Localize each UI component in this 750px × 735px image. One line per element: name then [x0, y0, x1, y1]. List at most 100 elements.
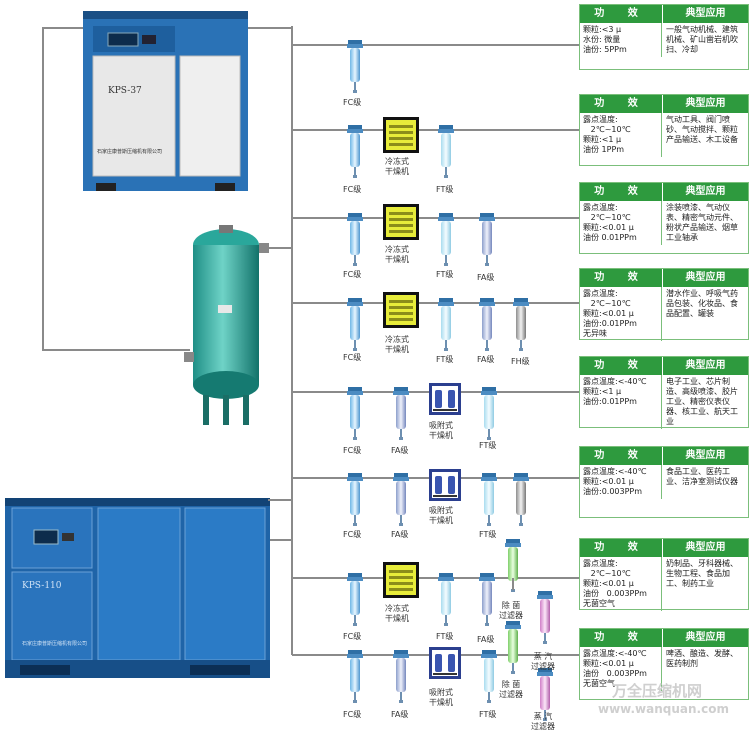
panel-header: 功 效典型应用 [580, 183, 748, 201]
panel-application: 潜水作业、呼吸气药品包装、化妆品、食品配置、罐装 [666, 289, 738, 318]
panel-header: 功 效典型应用 [580, 95, 748, 113]
fc-filter-icon [347, 650, 363, 703]
panel-effect: 露点温度: 2℃~10℃ 颗粒:<0.01 μ 油份:0.01PPm 无异味 [580, 287, 662, 341]
ft-filter-icon [481, 387, 497, 440]
fc-filter-icon [347, 125, 363, 178]
steam-filter-icon [537, 591, 553, 644]
panel-effect: 露点温度: 2℃~10℃ 颗粒:<0.01 μ 油份 0.01PPm [580, 201, 662, 245]
fc-label: FC级 [343, 710, 362, 719]
fc-label: FC级 [343, 632, 362, 641]
compressor-bottom-company: 石家庄康普斯压缩机有限公司 [22, 641, 88, 647]
adsorption-dryer-icon [429, 647, 461, 679]
ft-label: FT级 [436, 355, 454, 364]
fa-filter-icon [479, 298, 495, 351]
dryer-label: 吸附式干燥机 [429, 688, 453, 707]
refrigerated-dryer-icon [383, 204, 419, 240]
panel-effect: 露点温度:<-40℃ 颗粒:<0.01 μ 油份:0.003PPm [580, 465, 662, 499]
refrigerated-dryer-icon [383, 292, 419, 328]
compressor-bottom [5, 498, 270, 678]
ft-label: FT级 [436, 185, 454, 194]
ft-label: FT级 [479, 441, 497, 450]
panel-application: 啤酒、酿造、发酵、医药制剂 [666, 649, 738, 668]
panel-effect: 露点温度:<-40℃ 颗粒:<1 μ 油份:0.01PPm [580, 375, 662, 429]
compressor-top-model: KPS-37 [108, 86, 142, 96]
adsorption-dryer-icon [429, 383, 461, 415]
fc-filter-icon [347, 298, 363, 351]
application-panel-3: 功 效典型应用 露点温度: 2℃~10℃ 颗粒:<0.01 μ 油份 0.01P… [579, 182, 749, 254]
fa-label: FA级 [391, 530, 409, 539]
refrigerated-dryer-icon [383, 117, 419, 153]
fc-filter-icon [347, 473, 363, 526]
ft-label: FT级 [436, 632, 454, 641]
application-panel-6: 功 效典型应用 露点温度:<-40℃ 颗粒:<0.01 μ 油份:0.003PP… [579, 446, 749, 518]
compressor-top [83, 11, 248, 191]
compressor-bottom-model: KPS-110 [22, 581, 62, 591]
ft-filter-icon [438, 125, 454, 178]
fc-filter-icon [347, 213, 363, 266]
fc-label: FC级 [343, 270, 362, 279]
ft-filter-icon [481, 650, 497, 703]
dryer-label: 冷冻式干燥机 [385, 335, 409, 354]
fc-label: FC级 [343, 98, 362, 107]
dryer-label: 吸附式干燥机 [429, 421, 453, 440]
adsorption-dryer-icon [429, 469, 461, 501]
panel-application: 气动工具、阀门喷砂、气动搅拌、颗粒产品输送、木工设备 [666, 115, 738, 144]
ft-label: FT级 [479, 710, 497, 719]
panel-header: 功 效典型应用 [580, 629, 748, 647]
dryer-label: 冷冻式干燥机 [385, 157, 409, 176]
watermark-url: www.wanquan.com [598, 702, 729, 716]
application-panel-8: 功 效典型应用 露点温度:<-40℃ 颗粒:<0.01 μ 油份 0.003PP… [579, 628, 749, 700]
ft-filter-icon [481, 473, 497, 526]
fa-filter-icon [479, 573, 495, 626]
fa-label: FA级 [477, 355, 495, 364]
fa-filter-icon [393, 387, 409, 440]
fc-filter-icon [347, 40, 363, 93]
panel-effect: 露点温度: 2℃~10℃ 颗粒:<0.01 μ 油份 0.003PPm 无菌空气 [580, 557, 662, 611]
air-tank [184, 225, 269, 425]
panel-header: 功 效典型应用 [580, 447, 748, 465]
panel-header: 功 效典型应用 [580, 357, 748, 375]
fh-filter-icon [513, 473, 529, 526]
fa-label: FA级 [477, 273, 495, 282]
fc-filter-icon [347, 387, 363, 440]
fa-label: FA级 [391, 446, 409, 455]
panel-application: 涂装喷漆、气动仪表、精密气动元件、粉状产品输送、烟草工业轴承 [666, 203, 738, 242]
application-panel-7: 功 效典型应用 露点温度: 2℃~10℃ 颗粒:<0.01 μ 油份 0.003… [579, 538, 749, 611]
panel-header: 功 效典型应用 [580, 539, 748, 557]
panel-effect: 露点温度: 2℃~10℃ 颗粒:<1 μ 油份 1PPm [580, 113, 662, 157]
panel-application: 一般气动机械、建筑机械、矿山凿岩机吹扫、冷却 [666, 25, 738, 54]
ft-filter-icon [438, 213, 454, 266]
panel-application: 食品工业、医药工业、洁净室测试仪器 [666, 467, 738, 486]
ft-label: FT级 [479, 530, 497, 539]
fc-label: FC级 [343, 530, 362, 539]
steam-label: 蒸 汽过滤器 [531, 712, 555, 731]
sterile-filter-icon [505, 621, 521, 674]
panel-effect: 颗粒:<3 μ 水份: 微量 油份: 5PPm [580, 23, 662, 57]
sterile-label: 除 菌过滤器 [499, 680, 523, 699]
panel-application: 电子工业、芯片制造、高级喷漆、胶片工业、精密仪表仪器、核工业、航天工业 [666, 377, 738, 426]
fc-label: FC级 [343, 185, 362, 194]
fa-filter-icon [479, 213, 495, 266]
pipes [42, 26, 579, 656]
dryer-label: 冷冻式干燥机 [385, 604, 409, 623]
fc-label: FC级 [343, 446, 362, 455]
fc-label: FC级 [343, 353, 362, 362]
fc-filter-icon [347, 573, 363, 626]
fh-filter-icon [513, 298, 529, 351]
fa-label: FA级 [391, 710, 409, 719]
watermark-text: 万全压缩机网 [612, 682, 703, 700]
ft-label: FT级 [436, 270, 454, 279]
sterile-label: 除 菌过滤器 [499, 601, 523, 620]
panel-header: 功 效典型应用 [580, 269, 748, 287]
dryer-label: 吸附式干燥机 [429, 506, 453, 525]
refrigerated-dryer-icon [383, 562, 419, 598]
application-panel-4: 功 效典型应用 露点温度: 2℃~10℃ 颗粒:<0.01 μ 油份:0.01P… [579, 268, 749, 341]
panel-application: 奶制品、牙科器械、生物工程、食品加工、制药工业 [666, 559, 738, 588]
ft-filter-icon [438, 573, 454, 626]
fa-filter-icon [393, 650, 409, 703]
compressor-top-company: 石家庄康普斯压缩机有限公司 [97, 149, 163, 155]
